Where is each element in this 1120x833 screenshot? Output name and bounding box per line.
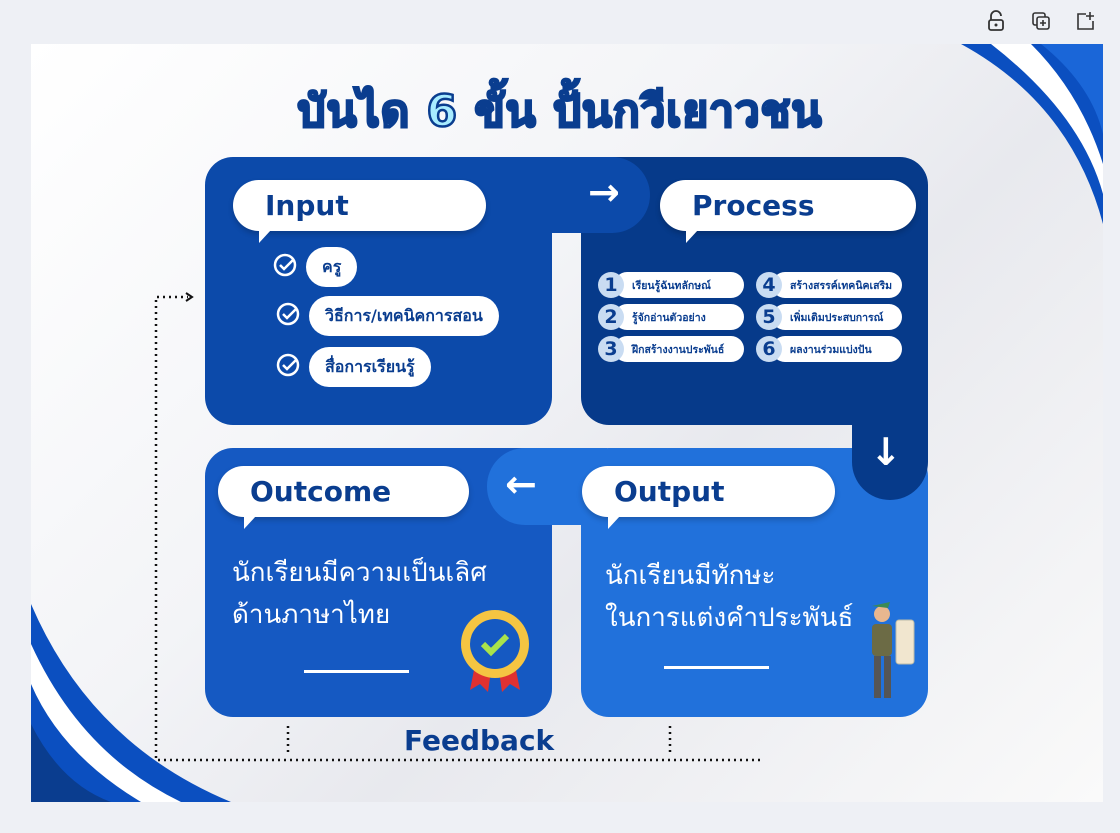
add-page-icon[interactable]	[1072, 8, 1098, 34]
step-number: 1	[598, 272, 624, 298]
step-number: 6	[756, 336, 782, 362]
duplicate-icon[interactable]	[1028, 8, 1054, 34]
input-item-label: วิธีการ/เทคนิคการสอน	[309, 296, 499, 336]
input-label: Input	[233, 180, 486, 243]
step-number: 2	[598, 304, 624, 330]
page-title: บันได 6 ขั้น ปั้นกวีเยาวชน	[296, 85, 823, 139]
unlock-icon[interactable]	[983, 8, 1009, 34]
outcome-text-2: ด้านภาษาไทย	[232, 600, 391, 630]
input-item: วิธีการ/เทคนิคการสอน	[275, 296, 499, 336]
step-text: เพิ่มเติมประสบการณ์	[772, 304, 902, 330]
step-number: 3	[598, 336, 624, 362]
process-label: Process	[660, 180, 916, 243]
award-badge-icon	[461, 610, 529, 692]
arrow-left-icon: ←	[505, 462, 537, 506]
input-item: ครู	[272, 247, 358, 287]
arrow-down-icon: ↓	[870, 430, 902, 474]
process-arrow-tab	[852, 380, 928, 500]
arrow-right-icon: →	[588, 170, 620, 214]
feedback-label: Feedback	[404, 724, 555, 757]
input-arrow-tab	[500, 157, 650, 233]
output-label: Output	[582, 466, 835, 529]
feedback-loop-line	[154, 292, 760, 762]
step-number: 5	[756, 304, 782, 330]
poet-illustration	[872, 602, 915, 698]
check-circle-icon	[275, 352, 301, 382]
step-text: รู้จักอ่านตัวอย่าง	[614, 304, 744, 330]
step-text: ผลงานร่วมแบ่งปัน	[772, 336, 902, 362]
step-text: ฝึกสร้างงานประพันธ์	[614, 336, 744, 362]
output-text-1: นักเรียนมีทักษะ	[605, 561, 776, 591]
step-text: สร้างสรรค์เทคนิคเสริม	[772, 272, 902, 298]
input-item-label: สื่อการเรียนรู้	[309, 347, 431, 387]
step-number: 4	[756, 272, 782, 298]
outcome-text-1: นักเรียนมีความเป็นเลิศ	[232, 558, 487, 588]
input-item-label: ครู	[306, 247, 358, 287]
outcome-label: Outcome	[218, 466, 469, 529]
divider-line	[304, 670, 409, 673]
check-circle-icon	[272, 252, 298, 282]
input-item: สื่อการเรียนรู้	[275, 347, 431, 387]
output-text-2: ในการแต่งคำประพันธ์	[605, 603, 854, 633]
background-swooshes	[31, 44, 1103, 802]
step-text: เรียนรู้ฉันทลักษณ์	[614, 272, 744, 298]
check-circle-icon	[275, 301, 301, 331]
divider-line	[664, 666, 769, 669]
